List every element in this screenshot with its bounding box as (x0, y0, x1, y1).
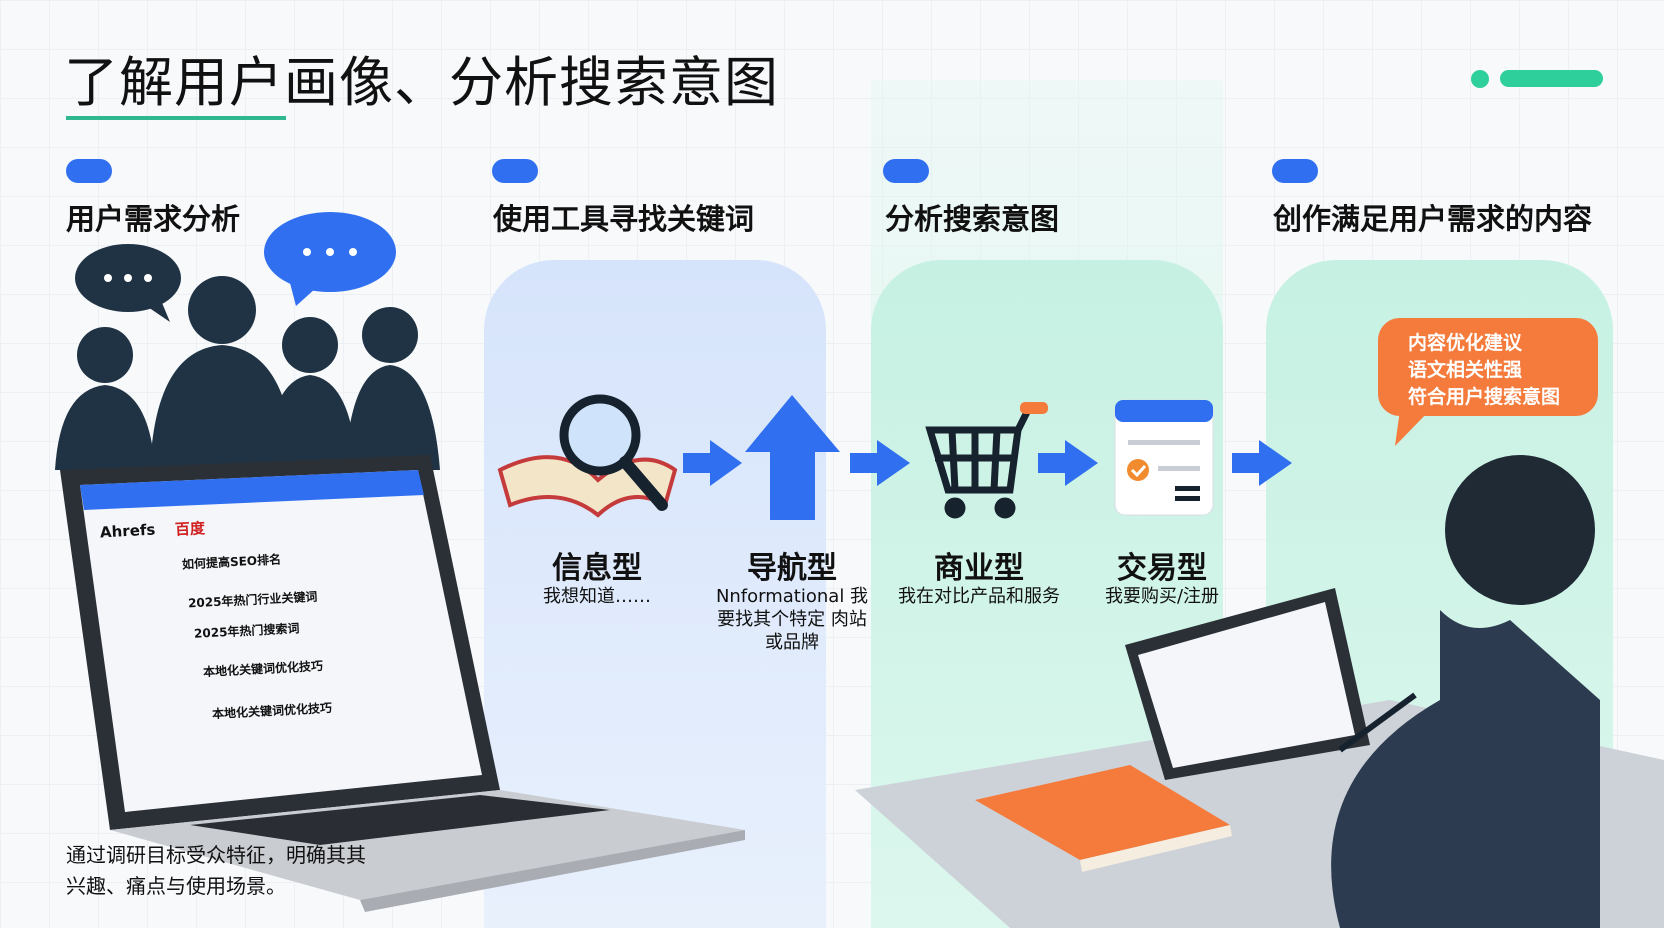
step-3-heading: 分析搜索意图 (885, 202, 1060, 236)
intent-navigational-label: 导航型 (747, 551, 837, 586)
intent-commercial-desc: 我在对比产品和服务 (898, 586, 1060, 607)
arrow-right-icon (1232, 440, 1292, 486)
intent-transactional-desc: 我要购买/注册 (1104, 586, 1220, 607)
desk-scene (855, 455, 1664, 928)
laptop-app-name: Ahrefs (99, 520, 156, 542)
speech-bubble-icon (75, 244, 181, 322)
step-1-marker (66, 159, 112, 183)
laptop-brand: 百度 (174, 519, 206, 539)
laptop (60, 455, 745, 912)
title-underline (66, 116, 286, 120)
step-2-marker (492, 159, 538, 183)
step-2-heading: 使用工具寻找关键词 (493, 202, 755, 236)
step-4-heading: 创作满足用户需求的内容 (1273, 202, 1593, 236)
intent-transactional-label: 交易型 (1117, 551, 1207, 586)
step-1-heading: 用户需求分析 (66, 202, 241, 236)
bubble-tail (1395, 410, 1430, 446)
bubble-line: 内容优化建议 (1408, 332, 1523, 354)
arrow-right-icon (850, 440, 910, 486)
step-1-description: 通过调研目标受众特征，明确其其兴趣、痛点与使用场景。 (66, 843, 366, 898)
shopping-cart-icon (925, 406, 1045, 519)
intent-informational-label: 信息型 (552, 551, 642, 586)
arrow-up-icon (745, 395, 840, 520)
step-3-marker (883, 159, 929, 183)
intent-informational-desc: 我想知道…… (543, 586, 651, 607)
decor-pill (1500, 70, 1603, 87)
checklist-document-icon (1114, 399, 1214, 516)
speech-bubble-icon (264, 212, 396, 306)
page-title: 了解用户画像、分析搜索意图 (64, 51, 779, 114)
intent-commercial-label: 商业型 (934, 551, 1024, 586)
step-4-marker (1272, 159, 1318, 183)
content-suggestion-bubble: 内容优化建议 语文相关性强 符合用户搜索意图 (1378, 318, 1598, 416)
arrow-right-icon (1038, 440, 1098, 486)
bubble-line: 语文相关性强 (1408, 359, 1523, 381)
bubble-line: 符合用户搜索意图 (1408, 386, 1561, 408)
intent-navigational-desc: Nnformational 我要找其个特定 肉站或品牌 (715, 586, 869, 653)
book-magnifier-icon (497, 394, 678, 518)
decor-dot (1471, 70, 1489, 88)
people-silhouettes (55, 276, 440, 470)
arrow-right-icon (683, 440, 742, 486)
